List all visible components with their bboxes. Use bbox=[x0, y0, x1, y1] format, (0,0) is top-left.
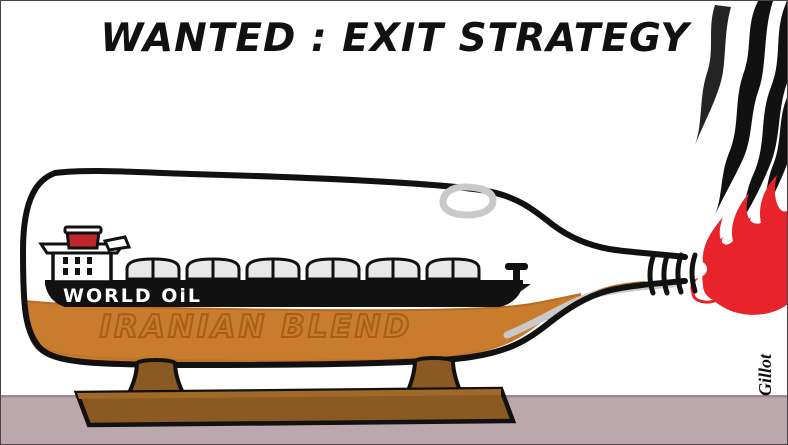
cradle-plank-top-edge bbox=[77, 389, 501, 399]
ship-superstructure bbox=[38, 225, 132, 284]
glass-reflection-oval bbox=[439, 183, 497, 219]
flame bbox=[690, 175, 787, 315]
ship-hull bbox=[45, 284, 523, 307]
wick-rag bbox=[647, 252, 698, 296]
ship-mast bbox=[505, 263, 528, 283]
cradle-block-right bbox=[403, 356, 465, 395]
signature: Gillot bbox=[755, 353, 775, 396]
oil-label: IRANIAN BLEND bbox=[100, 309, 413, 345]
tanker-ship: WORLD OiL bbox=[38, 225, 531, 307]
ship-name: WORLD OiL bbox=[63, 285, 202, 307]
bottle-outline-lower bbox=[19, 170, 688, 369]
oil-fill: IRANIAN BLEND bbox=[24, 293, 582, 363]
svg-text:Gillot: Gillot bbox=[755, 353, 775, 396]
deck-pipe-cross-bars bbox=[151, 259, 455, 279]
wick-bands bbox=[647, 252, 698, 296]
bottle: IRANIAN BLEND bbox=[19, 168, 707, 369]
cradle-block-left bbox=[125, 358, 187, 395]
caption-title: WANTED : EXIT STRATEGY bbox=[100, 16, 692, 61]
cradle bbox=[73, 356, 517, 428]
